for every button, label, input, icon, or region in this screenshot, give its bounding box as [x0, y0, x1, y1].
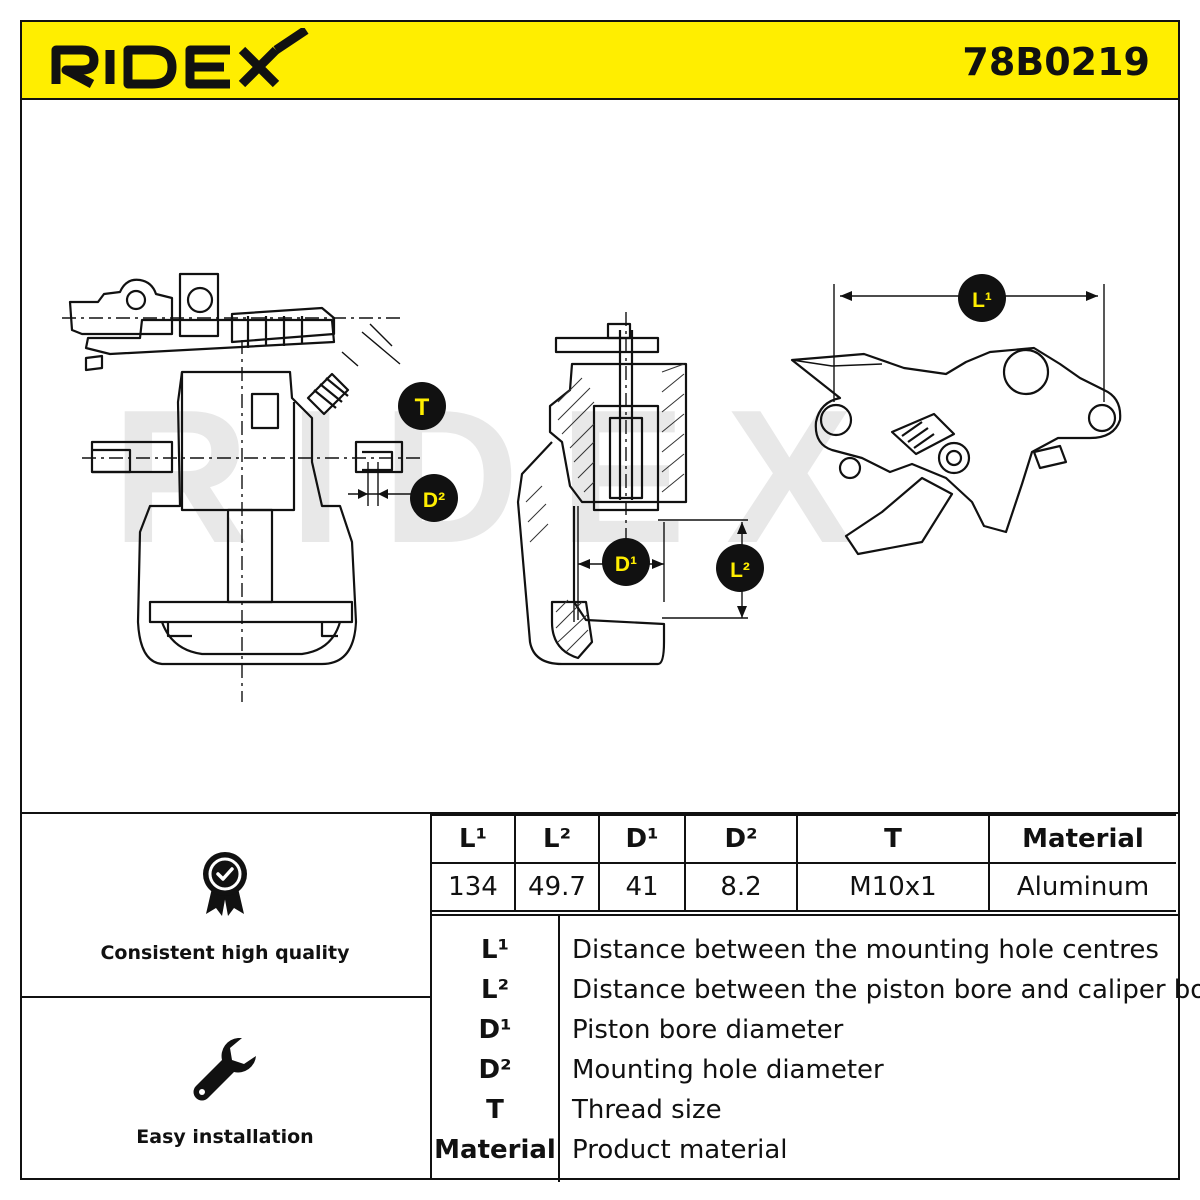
callout-l1: L¹ — [958, 274, 1006, 322]
spec-header-l1: L¹ — [432, 814, 516, 864]
legend-key: D¹ — [478, 1015, 512, 1045]
caliper-drawing: RIDEX — [62, 272, 1122, 702]
legend-desc: Piston bore diameter — [572, 1015, 844, 1045]
specs-header-row: L¹ L² D¹ D² T Material — [432, 814, 1176, 864]
spec-header-l2: L² — [514, 814, 600, 864]
legend-key: Material — [434, 1135, 556, 1165]
feature-installation: Easy installation — [20, 998, 430, 1180]
callout-d2-label: D² — [423, 489, 445, 512]
info-panel: Consistent high quality Easy installatio… — [20, 812, 1200, 1182]
legend-key: T — [486, 1095, 504, 1125]
legend-row: D² Mounting hole diameter — [432, 1050, 1178, 1090]
legend-key: D² — [478, 1055, 512, 1085]
specs-value-row: 134 49.7 41 8.2 M10x1 Aluminum — [432, 862, 1176, 912]
callout-l2: L² — [716, 544, 764, 592]
legend-desc: Product material — [572, 1135, 788, 1165]
legend-row: L¹ Distance between the mounting hole ce… — [432, 930, 1178, 970]
spec-value-material: Aluminum — [988, 862, 1176, 912]
spec-header-d1: D¹ — [598, 814, 686, 864]
legend-key: L¹ — [481, 935, 509, 965]
legend-divider — [558, 916, 560, 1182]
legend-row: L² Distance between the piston bore and … — [432, 970, 1200, 1010]
legend-row: Material Product material — [432, 1130, 1178, 1170]
specs-table: L¹ L² D¹ D² T Material 134 49.7 41 8.2 M… — [432, 814, 1176, 912]
spec-header-t: T — [796, 814, 990, 864]
callout-t: T — [398, 382, 446, 430]
watermark-text: RIDEX — [112, 371, 893, 583]
feature-installation-label: Easy installation — [136, 1126, 314, 1148]
brand-logo — [51, 28, 309, 89]
spec-value-t: M10x1 — [796, 862, 990, 912]
legend-key: L² — [481, 975, 509, 1005]
callout-t-label: T — [415, 394, 430, 421]
caliper-lever-view — [790, 346, 1122, 556]
callout-d1-label: D¹ — [615, 553, 637, 576]
spec-header-material: Material — [988, 814, 1176, 864]
part-number: 78B0219 — [962, 40, 1150, 84]
panel-divider — [430, 814, 432, 1180]
caliper-section-view — [516, 312, 688, 666]
callout-d2: D² — [410, 474, 458, 522]
legend-row: T Thread size — [432, 1090, 1178, 1130]
spec-header-d2: D² — [684, 814, 798, 864]
legend-desc: Thread size — [572, 1095, 722, 1125]
legend-desc: Distance between the piston bore and cal… — [572, 975, 1200, 1005]
caliper-front-view — [62, 272, 422, 702]
legend-desc: Mounting hole diameter — [572, 1055, 884, 1085]
callout-d1: D¹ — [602, 538, 650, 586]
legend-desc: Distance between the mounting hole centr… — [572, 935, 1159, 965]
legend-row: D¹ Piston bore diameter — [432, 1010, 1178, 1050]
header-bar: 78B0219 — [20, 20, 1180, 100]
callout-l1-label: L¹ — [972, 289, 992, 312]
callout-l2-label: L² — [730, 559, 750, 582]
legend-table: L¹ Distance between the mounting hole ce… — [432, 914, 1200, 1182]
feature-quality: Consistent high quality — [20, 814, 430, 998]
wrench-icon — [193, 1038, 256, 1101]
spec-value-l2: 49.7 — [514, 862, 600, 912]
spec-value-l1: 134 — [432, 862, 516, 912]
feature-quality-label: Consistent high quality — [100, 942, 350, 964]
spec-value-d2: 8.2 — [684, 862, 798, 912]
spec-value-d1: 41 — [598, 862, 686, 912]
quality-badge-icon — [203, 852, 247, 916]
